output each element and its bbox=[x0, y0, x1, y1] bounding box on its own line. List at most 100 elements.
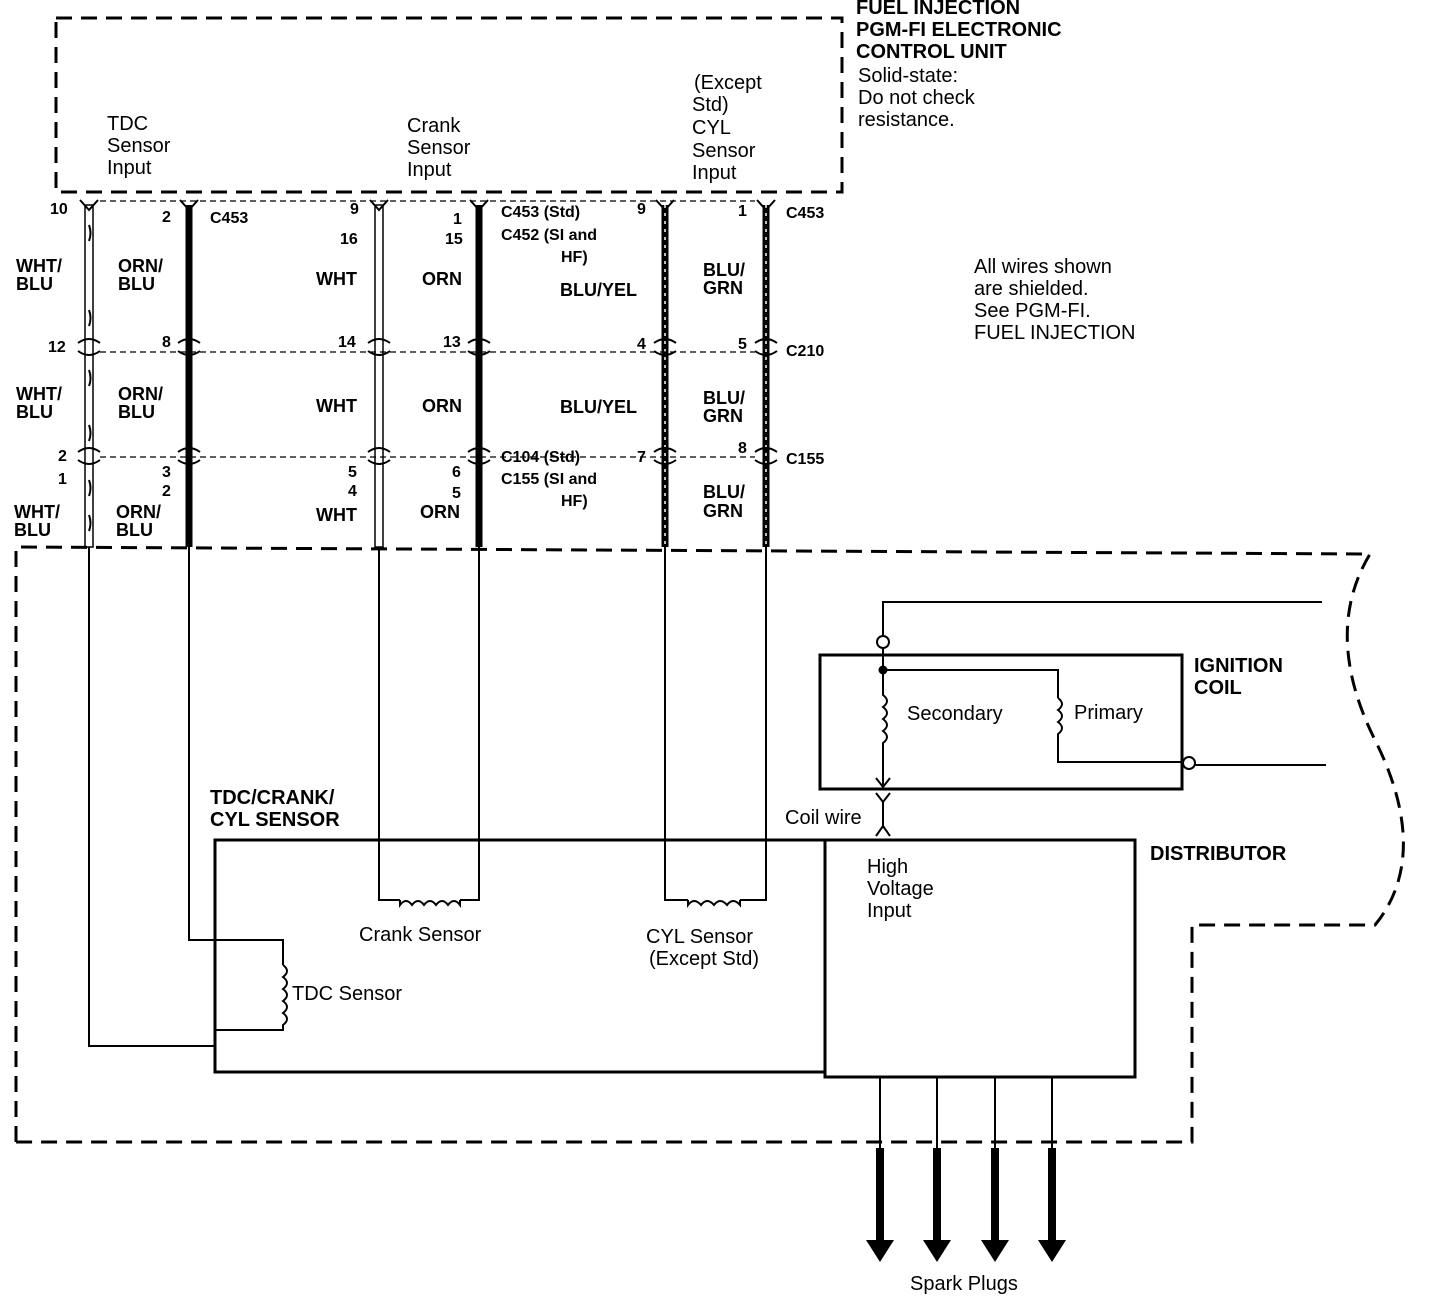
ecu-title-3: CONTROL UNIT bbox=[856, 41, 1007, 63]
spark-plug-arrow-2 bbox=[923, 1240, 951, 1262]
svg-text:WHT/: WHT/ bbox=[16, 256, 62, 276]
ecu-title: FUEL INJECTION PGM-FI ELECTRONIC CONTROL… bbox=[856, 0, 1062, 131]
svg-text:Sensor: Sensor bbox=[407, 137, 471, 159]
label-c155-right: C155 bbox=[786, 451, 824, 468]
svg-text:BLU: BLU bbox=[16, 274, 53, 294]
component-labels: IGNITION COIL Secondary Primary Coil wir… bbox=[210, 655, 1287, 1295]
svg-text:10: 10 bbox=[50, 201, 68, 218]
svg-text:2: 2 bbox=[162, 483, 171, 500]
svg-text:GRN: GRN bbox=[703, 278, 743, 298]
crank-sensor-coil bbox=[399, 900, 461, 908]
svg-text:Sensor: Sensor bbox=[107, 135, 171, 157]
svg-text:8: 8 bbox=[738, 440, 747, 457]
label-c452-hf: HF) bbox=[561, 249, 588, 266]
tdc-sensor-input-label: TDC Sensor Input bbox=[107, 113, 171, 179]
ignition-coil-label-2: COIL bbox=[1194, 677, 1242, 699]
svg-text:1: 1 bbox=[738, 203, 747, 220]
label-c155-hf: HF) bbox=[561, 493, 588, 510]
svg-text:BLU/YEL: BLU/YEL bbox=[560, 397, 637, 417]
spark-plug-arrow-3 bbox=[981, 1240, 1009, 1262]
svg-text:9: 9 bbox=[637, 201, 646, 218]
tdc-sensor-label: TDC Sensor bbox=[292, 983, 402, 1005]
ecu-note-1: Solid-state: bbox=[858, 65, 958, 87]
coil-wire-label: Coil wire bbox=[785, 807, 862, 829]
svg-text:BLU/: BLU/ bbox=[703, 482, 745, 502]
svg-text:ORN/: ORN/ bbox=[118, 256, 163, 276]
high-voltage-2: Voltage bbox=[867, 878, 934, 900]
svg-text:GRN: GRN bbox=[703, 501, 743, 521]
ignition-coil-label-1: IGNITION bbox=[1194, 655, 1283, 677]
svg-text:Input: Input bbox=[692, 162, 737, 184]
ignition-coil-box bbox=[818, 653, 1184, 791]
svg-text:12: 12 bbox=[48, 339, 66, 356]
ecu-note-3: resistance. bbox=[858, 109, 955, 131]
spark-plugs-label: Spark Plugs bbox=[910, 1273, 1018, 1295]
svg-text:CYL: CYL bbox=[692, 117, 731, 139]
ecu-note-2: Do not check bbox=[858, 87, 976, 109]
svg-text:BLU: BLU bbox=[16, 402, 53, 422]
svg-text:Input: Input bbox=[107, 157, 152, 179]
svg-text:13: 13 bbox=[443, 334, 461, 351]
svg-text:Crank: Crank bbox=[407, 115, 461, 137]
ecu-title-1: FUEL INJECTION bbox=[856, 0, 1020, 19]
pins-row1: 10 2 9 16 1 15 9 1 bbox=[50, 201, 747, 248]
svg-text:WHT/: WHT/ bbox=[14, 502, 60, 522]
label-c104-std: C104 (Std) bbox=[501, 449, 580, 466]
svg-text:2: 2 bbox=[58, 448, 67, 465]
svg-text:5: 5 bbox=[348, 464, 357, 481]
cyl-sensor-coil bbox=[687, 900, 741, 908]
svg-text:1: 1 bbox=[453, 211, 462, 228]
cyl-sensor-label-1: CYL Sensor bbox=[646, 926, 753, 948]
svg-text:GRN: GRN bbox=[703, 406, 743, 426]
svg-text:BLU/YEL: BLU/YEL bbox=[560, 280, 637, 300]
spark-plug-leads bbox=[866, 1077, 1066, 1262]
svg-text:ORN: ORN bbox=[422, 396, 462, 416]
svg-text:BLU: BLU bbox=[118, 274, 155, 294]
distributor-box bbox=[823, 838, 1137, 1079]
shield-note: All wires shown are shielded. See PGM-FI… bbox=[974, 256, 1136, 344]
svg-text:BLU/: BLU/ bbox=[703, 388, 745, 408]
svg-text:1: 1 bbox=[58, 471, 67, 488]
svg-text:BLU/: BLU/ bbox=[703, 260, 745, 280]
svg-text:15: 15 bbox=[445, 231, 463, 248]
sensor-title-2: CYL SENSOR bbox=[210, 809, 340, 831]
svg-text:9: 9 bbox=[350, 201, 359, 218]
ecu-box bbox=[54, 16, 844, 194]
wire-bundle bbox=[84, 204, 770, 548]
distributor-enclosure bbox=[14, 545, 1405, 1144]
svg-text:2: 2 bbox=[162, 209, 171, 226]
ecu-title-2: PGM-FI ELECTRONIC bbox=[856, 19, 1062, 41]
svg-text:Std): Std) bbox=[692, 94, 729, 116]
pins-row3: 2 1 3 2 5 4 6 5 7 8 bbox=[58, 440, 747, 502]
svg-text:4: 4 bbox=[348, 483, 357, 500]
connector-marks bbox=[77, 199, 778, 465]
ignition-coil-wiring bbox=[875, 601, 1326, 837]
label-c453-std: C453 (Std) bbox=[501, 204, 580, 221]
svg-text:14: 14 bbox=[338, 334, 356, 351]
svg-text:5: 5 bbox=[452, 485, 461, 502]
distributor-label: DISTRIBUTOR bbox=[1150, 843, 1287, 865]
svg-text:WHT: WHT bbox=[316, 505, 357, 525]
high-voltage-3: Input bbox=[867, 900, 912, 922]
label-c452-si: C452 (SI and bbox=[501, 227, 597, 244]
tdc-sensor-coil bbox=[215, 964, 288, 1031]
wire-wht bbox=[374, 204, 384, 548]
svg-text:FUEL INJECTION: FUEL INJECTION bbox=[974, 322, 1136, 344]
secondary-label: Secondary bbox=[907, 703, 1003, 725]
svg-text:ORN/: ORN/ bbox=[118, 384, 163, 404]
svg-text:ORN: ORN bbox=[422, 269, 462, 289]
svg-text:are shielded.: are shielded. bbox=[974, 278, 1089, 300]
label-c155-si: C155 (SI and bbox=[501, 471, 597, 488]
pins-row2: 12 8 14 13 4 5 bbox=[48, 334, 747, 356]
svg-text:All wires shown: All wires shown bbox=[974, 256, 1112, 278]
svg-text:8: 8 bbox=[162, 334, 171, 351]
svg-text:Sensor: Sensor bbox=[692, 140, 756, 162]
label-c453-right: C453 bbox=[786, 205, 824, 222]
svg-text:BLU: BLU bbox=[116, 520, 153, 540]
svg-text:WHT/: WHT/ bbox=[16, 384, 62, 404]
svg-text:3: 3 bbox=[162, 464, 171, 481]
svg-text:TDC: TDC bbox=[107, 113, 148, 135]
svg-text:5: 5 bbox=[738, 336, 747, 353]
spark-plug-arrow-1 bbox=[866, 1240, 894, 1262]
crank-sensor-label: Crank Sensor bbox=[359, 924, 482, 946]
